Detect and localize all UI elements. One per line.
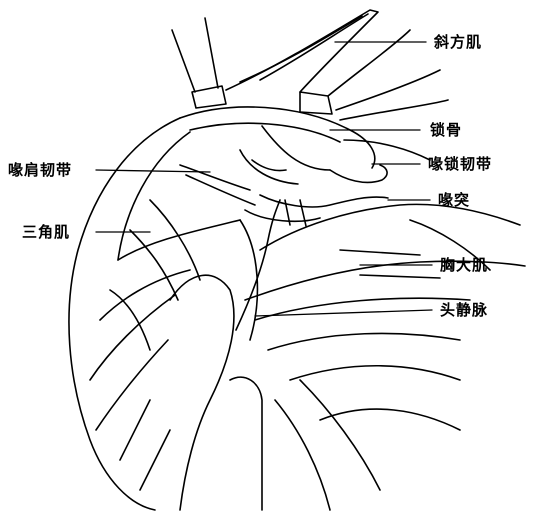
label-deltoid: 三角肌 <box>22 223 70 241</box>
label-pectoralis-major: 胸大肌 <box>440 256 488 274</box>
label-coracoid-process: 喙突 <box>438 191 470 209</box>
label-coracoacromial-ligament: 喙肩韧带 <box>8 161 72 179</box>
clavicle-drawing <box>180 107 387 184</box>
label-cephalic-vein: 头静脉 <box>440 301 488 319</box>
trapezius-drawing <box>172 10 448 160</box>
coracoid-drawing <box>180 165 388 226</box>
label-clavicle: 锁骨 <box>430 121 462 139</box>
label-trapezius: 斜方肌 <box>434 33 482 51</box>
label-coracoclavicular-ligament: 喙锁韧带 <box>428 155 492 173</box>
cephalic-vein-drawing <box>236 200 280 330</box>
arm-drawing <box>170 220 380 510</box>
